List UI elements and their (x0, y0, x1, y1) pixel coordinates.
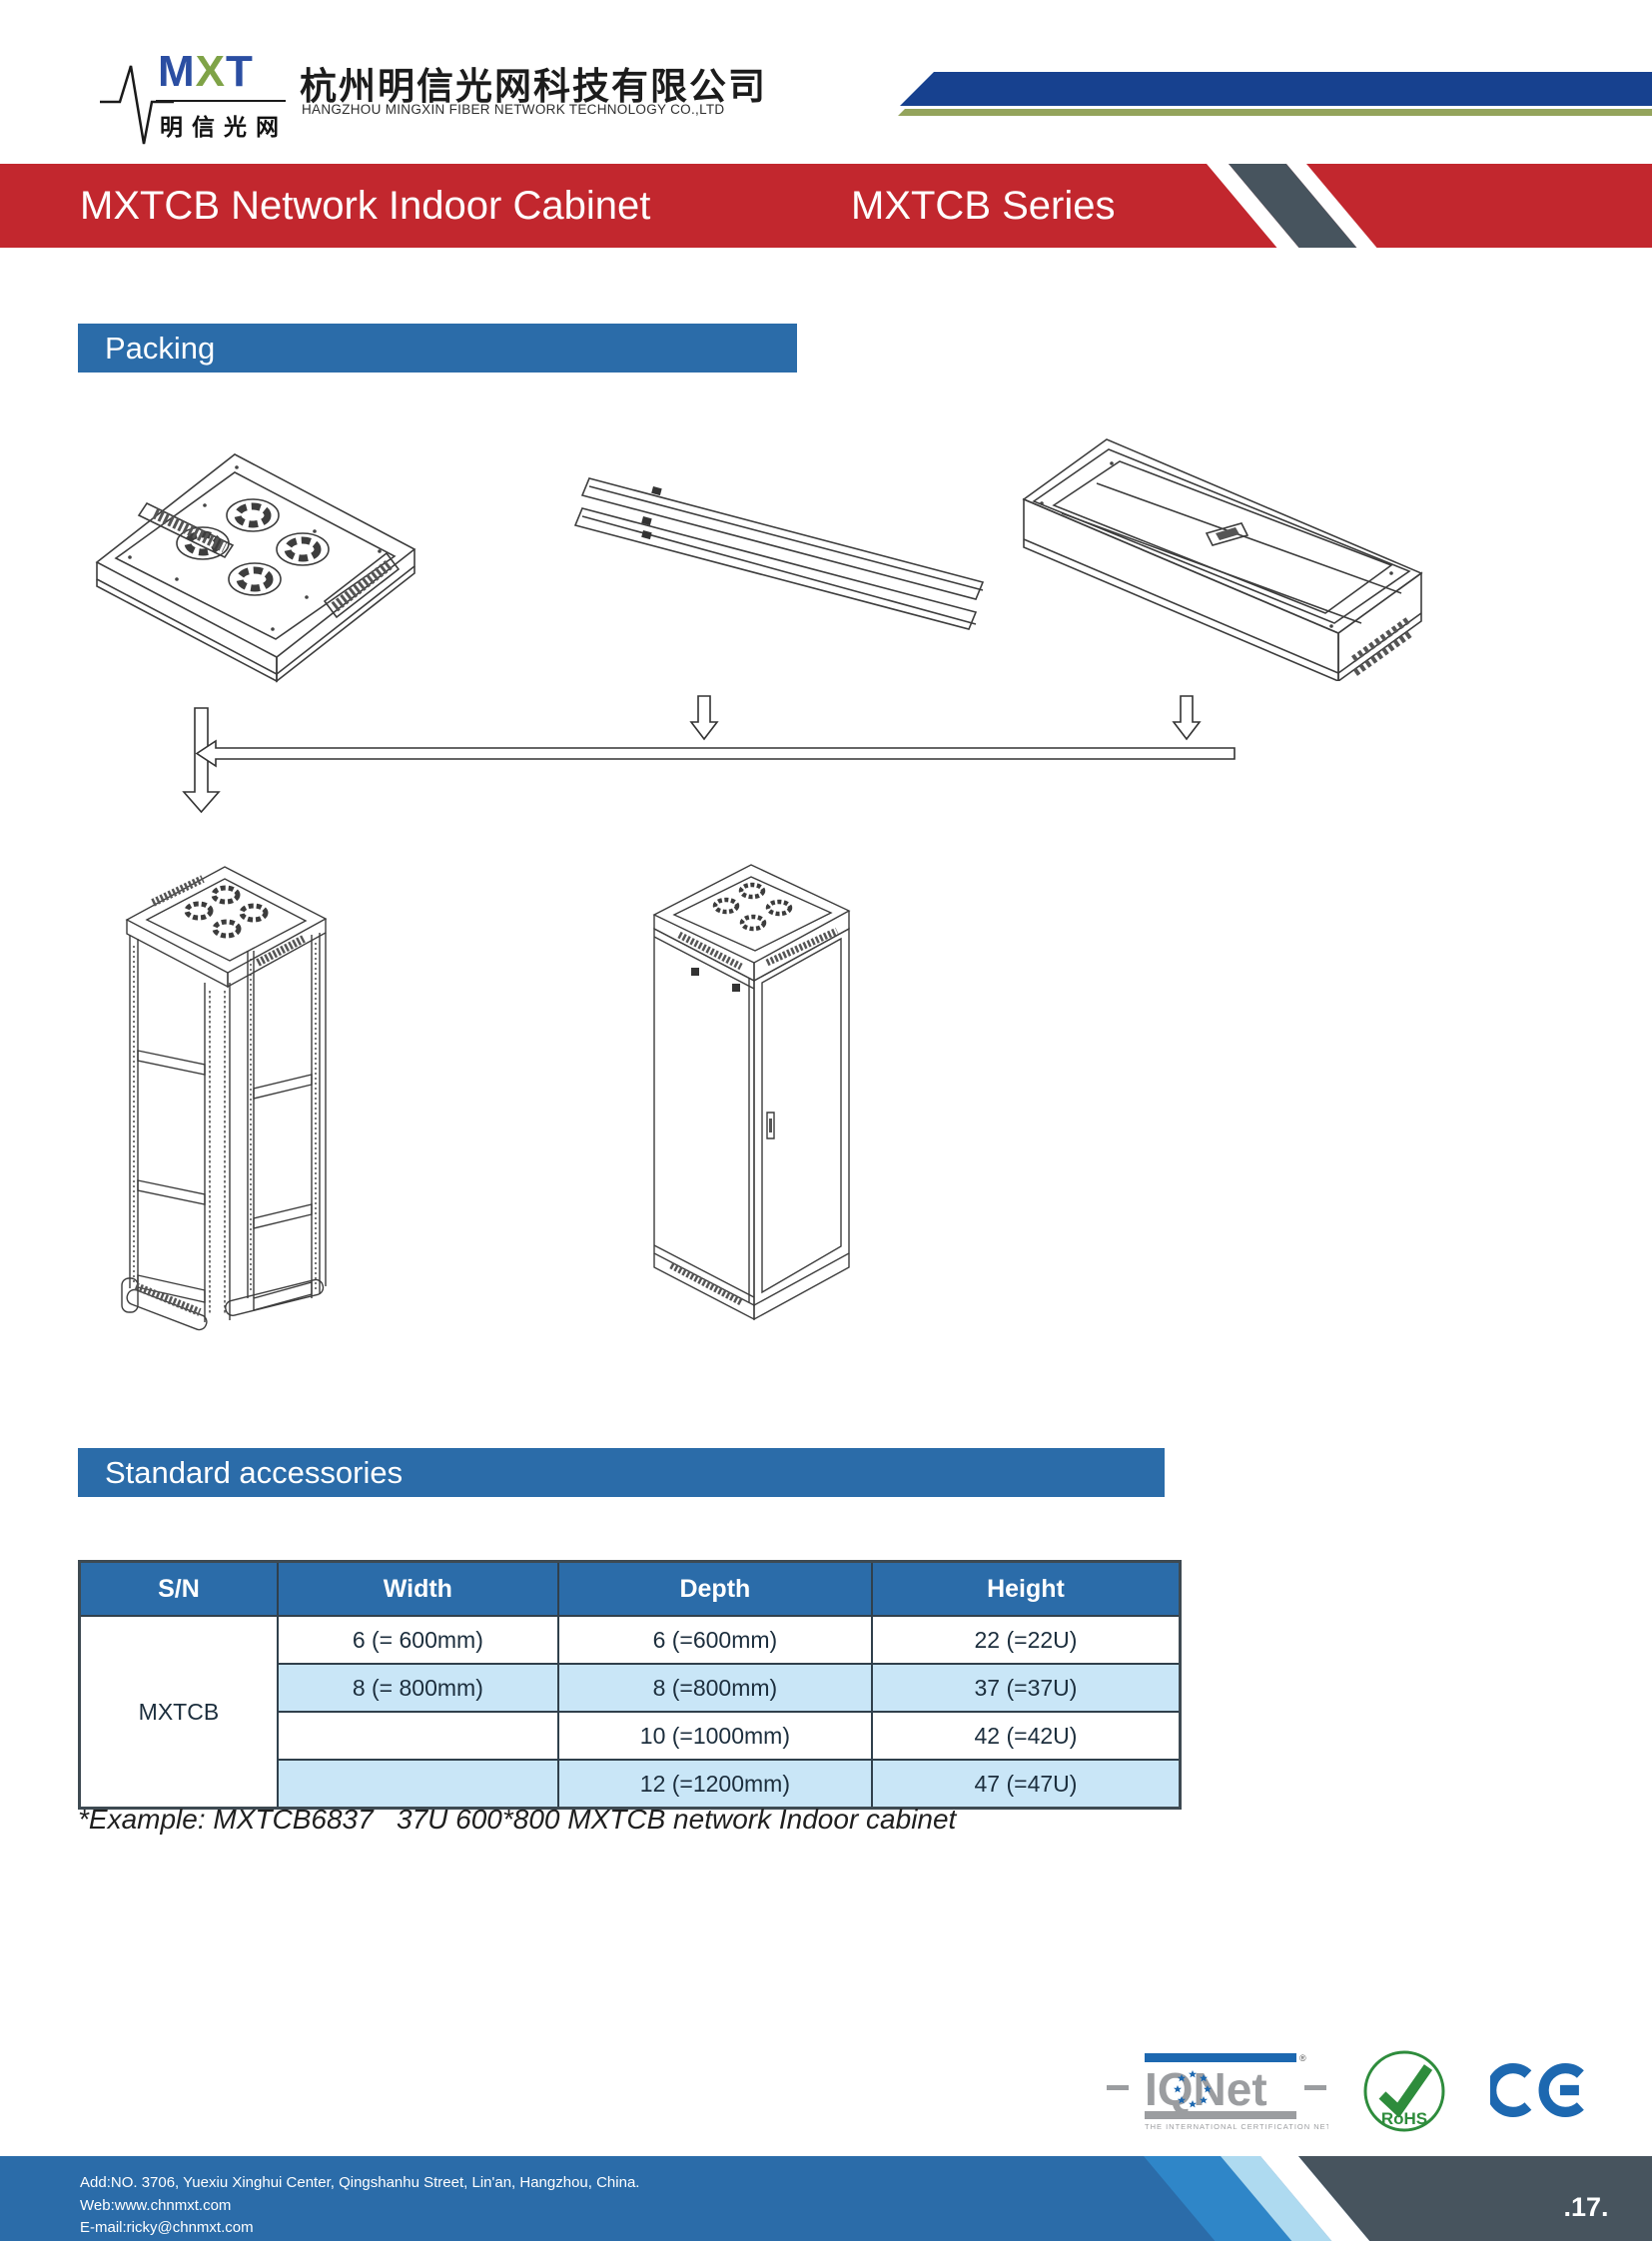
width-cell (276, 1711, 559, 1761)
packed-crate-drawing (1002, 423, 1451, 681)
col-header-width: Width (276, 1560, 559, 1617)
company-name-cn: 杭州明信光网科技有限公司 (300, 66, 767, 107)
crate-vents (1353, 619, 1411, 673)
section-title-accessories: Standard accessories (105, 1455, 404, 1490)
ce-mark (1490, 2063, 1584, 2117)
logo-letter-m: M (158, 47, 196, 96)
down-arrow (1174, 696, 1200, 739)
footer-email: E-mail:ricky@chnmxt.com (80, 2219, 254, 2236)
width-cell (276, 1759, 559, 1810)
footer-address: Add:NO. 3706, Yuexiu Xinghui Center, Qin… (80, 2174, 640, 2191)
company-name-en: HANGZHOU MINGXIN FIBER NETWORK TECHNOLOG… (302, 102, 725, 117)
section-bar-packing: Packing (78, 324, 797, 373)
dash-left (1107, 2085, 1129, 2090)
logo-subtitle: 明信光网 (160, 114, 288, 140)
page-title: MXTCB Network Indoor Cabinet (80, 184, 651, 228)
sn-cell: MXTCB (78, 1615, 279, 1810)
checkmark-icon (1378, 2064, 1433, 2118)
dash-right (1304, 2085, 1326, 2090)
page-number: .17. (1563, 2192, 1609, 2222)
col-header-sn: S/N (78, 1560, 279, 1617)
header-navy-swoosh (900, 72, 1652, 106)
logo-letter-x: X (195, 47, 227, 96)
iqnet-tagline: THE INTERNATIONAL CERTIFICATION NETWORK (1145, 2122, 1328, 2131)
spec-table: S/N Width Depth Height MXTCB 6 (= 600mm)… (78, 1560, 1182, 1810)
side-panels-drawing (527, 442, 1007, 670)
table-row: MXTCB 6 (= 600mm) 6 (=600mm) 22 (=22U) (78, 1615, 1182, 1810)
height-cell: 22 (=22U) (870, 1615, 1182, 1665)
panel-latches (641, 486, 662, 540)
table-row: 12 (=1200mm) 47 (=47U) (80, 1759, 1182, 1810)
col-header-height: Height (870, 1560, 1182, 1617)
iqnet-logo: ® IQNet THE INTERNATIONAL CERTIFICATION … (1107, 2053, 1328, 2131)
logo-letter-t: T (226, 47, 254, 96)
left-bar-arrow (197, 741, 1235, 766)
iqnet-gray-bar (1145, 2111, 1296, 2119)
screw-dots (128, 465, 382, 631)
footer-bar: Add:NO. 3706, Yuexiu Xinghui Center, Qin… (0, 2156, 1652, 2241)
registered-mark: ® (1299, 2053, 1306, 2063)
col-header-depth: Depth (556, 1560, 873, 1617)
header-olive-line (898, 109, 1652, 116)
rohs-label: RoHS (1381, 2109, 1427, 2128)
spec-table-wrap: S/N Width Depth Height MXTCB 6 (= 600mm)… (78, 1560, 1182, 1810)
fan-top-cover-drawing (85, 439, 424, 684)
footer-contact: Add:NO. 3706, Yuexiu Xinghui Center, Qin… (80, 2172, 639, 2240)
height-cell: 37 (=37U) (870, 1663, 1182, 1713)
height-cell: 47 (=47U) (870, 1759, 1182, 1810)
down-bar-arrow (184, 708, 219, 812)
fan-icons (177, 499, 329, 595)
example-note: *Example: MXTCB6837 37U 600*800 MXTCB ne… (78, 1804, 957, 1835)
fan-icons (715, 885, 790, 929)
fan-icons (187, 888, 266, 936)
title-banner: MXTCB Network Indoor Cabinet MXTCB Serie… (0, 164, 1652, 248)
table-row: 10 (=1000mm) 42 (=42U) (80, 1711, 1182, 1761)
footer-web: Web:www.chnmxt.com (80, 2196, 232, 2214)
section-bar-accessories: Standard accessories (78, 1448, 1165, 1497)
assembled-cabinet-drawing (641, 851, 866, 1345)
vent-slots (139, 503, 399, 617)
rohs-logo: RoHS (1363, 2050, 1445, 2132)
depth-cell: 8 (=800mm) (556, 1663, 873, 1713)
width-cell: 8 (= 800mm) (276, 1663, 559, 1713)
logo-text: MXT (158, 50, 254, 94)
depth-cell: 12 (=1200mm) (556, 1759, 873, 1810)
section-title-packing: Packing (105, 331, 216, 366)
depth-cell: 10 (=1000mm) (556, 1711, 873, 1761)
depth-cell: 6 (=600mm) (556, 1615, 873, 1665)
crate-handle (1207, 523, 1247, 545)
width-cell: 6 (= 600mm) (276, 1615, 559, 1665)
height-cell: 42 (=42U) (870, 1711, 1182, 1761)
down-arrow (691, 696, 717, 739)
logo-divider (156, 100, 286, 102)
table-row: 8 (= 800mm) 8 (=800mm) 37 (=37U) (80, 1663, 1182, 1713)
series-label: MXTCB Series (851, 184, 1116, 228)
company-logo: MXT 明信光网 (100, 48, 300, 158)
door-handle (767, 1113, 774, 1138)
open-frame-cabinet-drawing (108, 851, 343, 1375)
table-header-row: S/N Width Depth Height (78, 1560, 1182, 1617)
pulse-line-icon (98, 56, 176, 152)
screw-dots (1040, 461, 1393, 628)
packing-flow-arrows (140, 682, 1268, 832)
iqnet-blue-bar (1145, 2053, 1296, 2062)
